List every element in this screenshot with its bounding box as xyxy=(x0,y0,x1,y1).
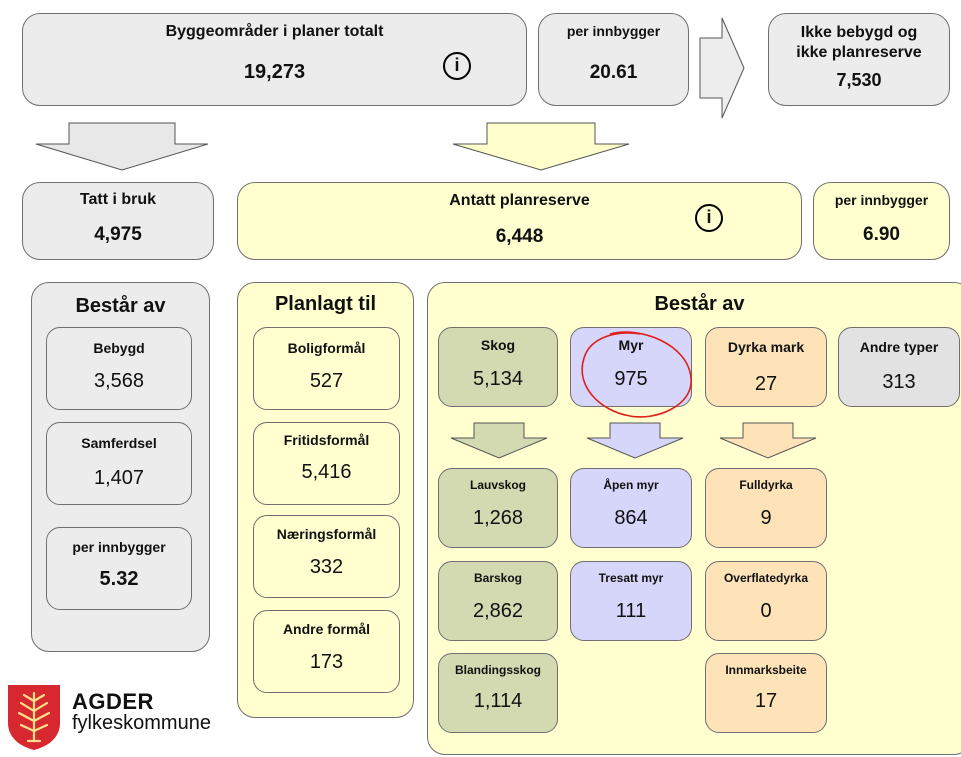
built-card: Bebygd 3,568 xyxy=(46,327,192,410)
open-bog-label: Åpen myr xyxy=(603,478,659,492)
taken-in-use-title: Tatt i bruk xyxy=(79,191,157,208)
fully-cultivated-value: 9 xyxy=(760,507,772,529)
deciduous-forest-value: 1,268 xyxy=(472,507,524,529)
farmland-label: Dyrka mark xyxy=(727,339,805,355)
taken-per-capita-value: 5.32 xyxy=(99,568,139,590)
highlight-circle-icon xyxy=(581,331,692,418)
surface-cultivated-card: Overflatedyrka 0 xyxy=(705,561,827,641)
logo-name: AGDER xyxy=(72,689,154,714)
deciduous-forest-card: Lauvskog 1,268 xyxy=(438,468,558,548)
leisure-value: 5,416 xyxy=(301,461,352,483)
bog-value: 975 xyxy=(614,368,648,390)
transport-label: Samferdsel xyxy=(81,435,157,451)
total-building-areas-value: 19,273 xyxy=(243,61,306,83)
per-capita-reserve-box: per innbygger 6.90 xyxy=(813,182,950,260)
mixed-forest-value: 1,114 xyxy=(473,690,523,712)
reserve-breakdown-header: Består av xyxy=(654,293,745,315)
other-types-value: 313 xyxy=(882,371,916,393)
coniferous-forest-value: 2,862 xyxy=(472,600,524,622)
not-built-box: Ikke bebygd og ikke planreserve 7,530 xyxy=(768,13,950,106)
pasture-label: Innmarksbeite xyxy=(725,663,807,677)
transport-card: Samferdsel 1,407 xyxy=(46,422,192,505)
other-purposes-label: Andre formål xyxy=(282,621,371,637)
taken-in-use-value: 4,975 xyxy=(94,224,142,245)
open-bog-card: Åpen myr 864 xyxy=(570,468,692,548)
business-label: Næringsformål xyxy=(276,526,377,542)
coniferous-forest-label: Barskog xyxy=(473,571,523,585)
business-card: Næringsformål 332 xyxy=(253,515,400,598)
info-icon[interactable]: i xyxy=(443,52,471,80)
forest-value: 5,134 xyxy=(472,368,524,390)
per-capita-reserve-value: 6.90 xyxy=(863,224,900,245)
leisure-label: Fritidsformål xyxy=(283,432,370,448)
housing-value: 527 xyxy=(309,370,344,392)
pasture-value: 17 xyxy=(754,690,778,712)
other-purposes-card: Andre formål 173 xyxy=(253,610,400,693)
forest-card: Skog 5,134 xyxy=(438,327,558,407)
built-value: 3,568 xyxy=(93,370,145,392)
down-arrow-icon xyxy=(719,422,817,459)
right-arrow-icon xyxy=(699,17,745,119)
leisure-card: Fritidsformål 5,416 xyxy=(253,422,400,505)
plan-reserve-box: Antatt planreserve 6,448 i xyxy=(237,182,802,260)
per-capita-total-box: per innbygger 20.61 xyxy=(538,13,689,106)
fully-cultivated-label: Fulldyrka xyxy=(739,478,793,492)
wooded-bog-label: Tresatt myr xyxy=(598,571,664,585)
forest-label: Skog xyxy=(480,337,516,353)
farmland-value: 27 xyxy=(754,373,778,395)
business-value: 332 xyxy=(309,556,344,578)
taken-per-capita-label: per innbygger xyxy=(72,539,166,555)
planned-header: Planlagt til xyxy=(274,293,377,315)
plan-reserve-value: 6,448 xyxy=(495,226,544,247)
per-capita-reserve-title: per innbygger xyxy=(834,192,929,208)
info-icon[interactable]: i xyxy=(695,204,723,232)
not-built-value: 7,530 xyxy=(836,70,882,90)
open-bog-value: 864 xyxy=(614,507,648,529)
down-arrow-icon xyxy=(452,122,630,171)
per-capita-total-value: 20.61 xyxy=(589,62,638,83)
deciduous-forest-label: Lauvskog xyxy=(469,478,526,492)
wooded-bog-card: Tresatt myr 111 xyxy=(570,561,692,641)
taken-breakdown-header: Består av xyxy=(75,295,166,317)
not-built-title-line2: ikke planreserve xyxy=(796,44,922,61)
per-capita-total-title: per innbygger xyxy=(566,23,661,39)
housing-label: Boligformål xyxy=(287,340,366,356)
mixed-forest-label: Blandingsskog xyxy=(454,663,541,677)
logo-subtitle: fylkeskommune xyxy=(72,712,211,734)
wooded-bog-value: 111 xyxy=(615,600,647,622)
total-building-areas-title: Byggeområder i planer totalt xyxy=(165,23,384,40)
built-label: Bebygd xyxy=(93,340,145,356)
taken-in-use-box: Tatt i bruk 4,975 xyxy=(22,182,214,260)
not-built-title-line1: Ikke bebygd og xyxy=(800,24,918,41)
pasture-card: Innmarksbeite 17 xyxy=(705,653,827,733)
surface-cultivated-label: Overflatedyrka xyxy=(723,571,809,585)
mixed-forest-card: Blandingsskog 1,114 xyxy=(438,653,558,733)
plan-reserve-title: Antatt planreserve xyxy=(449,192,590,209)
taken-per-capita-card: per innbygger 5.32 xyxy=(46,527,192,610)
bog-label: Myr xyxy=(618,337,644,353)
farmland-card: Dyrka mark 27 xyxy=(705,327,827,407)
coniferous-forest-card: Barskog 2,862 xyxy=(438,561,558,641)
other-types-label: Andre typer xyxy=(859,339,939,355)
housing-card: Boligformål 527 xyxy=(253,327,400,410)
fully-cultivated-card: Fulldyrka 9 xyxy=(705,468,827,548)
surface-cultivated-value: 0 xyxy=(760,600,772,622)
transport-value: 1,407 xyxy=(93,467,145,489)
down-arrow-icon xyxy=(35,122,209,171)
other-types-card: Andre typer 313 xyxy=(838,327,960,407)
coat-of-arms-icon xyxy=(8,685,60,750)
total-building-areas-box: Byggeområder i planer totalt 19,273 i xyxy=(22,13,527,106)
down-arrow-icon xyxy=(450,422,548,459)
down-arrow-icon xyxy=(586,422,684,459)
other-purposes-value: 173 xyxy=(309,651,344,673)
